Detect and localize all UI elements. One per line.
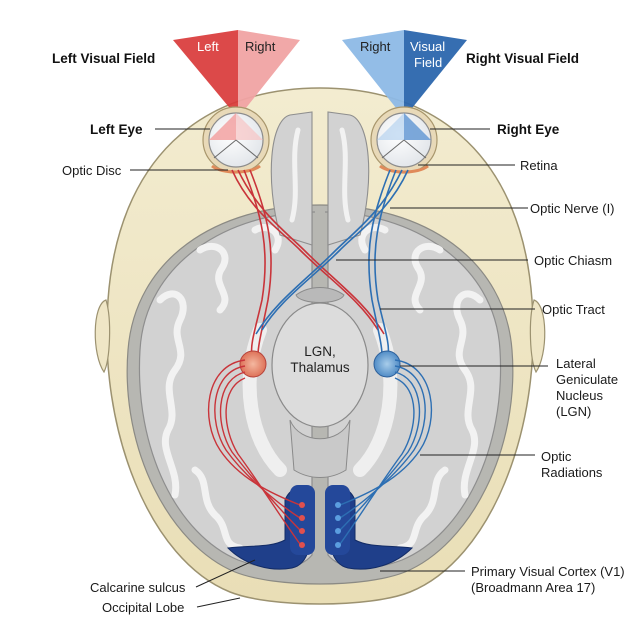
lgn-label-4: (LGN) [556, 404, 591, 419]
right-eye-label: Right Eye [497, 122, 560, 137]
retina-label: Retina [520, 158, 558, 173]
radiations-label-2: Radiations [541, 465, 603, 480]
occipital-label: Occipital Lobe [102, 600, 184, 615]
right-cone-right-label-2: Field [414, 55, 442, 70]
right-cone-left-label: Right [360, 39, 391, 54]
v1-label-1: Primary Visual Cortex (V1) [471, 564, 625, 579]
center-label-1: LGN, [304, 344, 336, 359]
left-optic-radiations [208, 359, 301, 545]
right-optic-radiations [339, 359, 432, 545]
optic-tract-label: Optic Tract [542, 302, 605, 317]
center-label-2: Thalamus [290, 360, 350, 375]
brain [138, 111, 502, 569]
left-cone-left-label: Left [197, 39, 219, 54]
optic-disc-label: Optic Disc [62, 163, 122, 178]
v1-label-2: (Broadmann Area 17) [471, 580, 595, 595]
right-eye [370, 106, 438, 174]
lgn-label-3: Nucleus [556, 388, 603, 403]
v1-terminals [299, 502, 341, 548]
right-cone-right-label-1: Visual [410, 39, 445, 54]
left-visual-field-cone [173, 30, 300, 118]
left-visual-field-title: Left Visual Field [52, 51, 155, 66]
leader-lines [130, 128, 548, 608]
right-pathway [255, 169, 409, 356]
right-visual-field-cone [342, 30, 467, 118]
lgn-label-1: Lateral [556, 356, 596, 371]
radiations-label-1: Optic [541, 449, 572, 464]
right-lgn [373, 350, 401, 378]
optic-chiasm-label: Optic Chiasm [534, 253, 612, 268]
left-pathway [231, 169, 385, 356]
left-eye-label: Left Eye [90, 122, 143, 137]
left-lgn [239, 350, 267, 378]
calcarine-label: Calcarine sulcus [90, 580, 186, 595]
left-eye [202, 106, 270, 174]
lgn-label-2: Geniculate [556, 372, 618, 387]
left-cone-right-label: Right [245, 39, 276, 54]
optic-nerve-label: Optic Nerve (I) [530, 201, 615, 216]
right-visual-field-title: Right Visual Field [466, 51, 579, 66]
